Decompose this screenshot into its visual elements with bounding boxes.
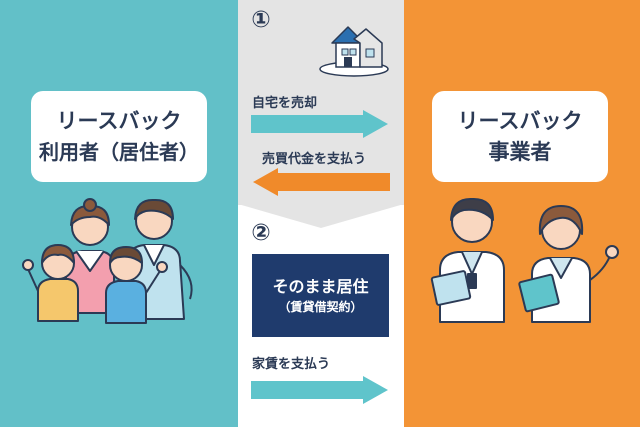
user-label-line1: リースバック [56,108,182,133]
continue-living-box: そのまま居住 （賃貸借契約） [252,254,389,337]
step1-number: ① [251,7,271,33]
user-label-box: リースバック 利用者（居住者） [31,91,207,182]
business-staff-illustration [430,197,619,323]
lease-contract-text: （賃貸借契約） [278,299,363,314]
family-illustration [22,198,193,324]
step1-section [238,0,404,205]
user-label-line2: 利用者（居住者） [39,139,199,164]
pay-rent-label: 家賃を支払う [252,357,331,372]
chevron-divider [238,204,404,228]
sell-home-label: 自宅を売却 [252,96,318,111]
user-panel [0,0,238,427]
sell-home-arrow [251,110,388,138]
business-label-line2: 事業者 [488,139,552,164]
continue-living-text: そのまま居住 [272,276,369,296]
step2-number: ② [251,220,271,246]
house-icon [319,26,389,77]
pay-price-arrow [253,168,390,196]
business-panel [404,0,640,427]
pay-price-label: 売買代金を支払う [262,152,367,167]
business-label-box: リースバック 事業者 [432,91,608,182]
pay-rent-arrow [251,376,388,404]
business-label-line1: リースバック [457,108,583,133]
